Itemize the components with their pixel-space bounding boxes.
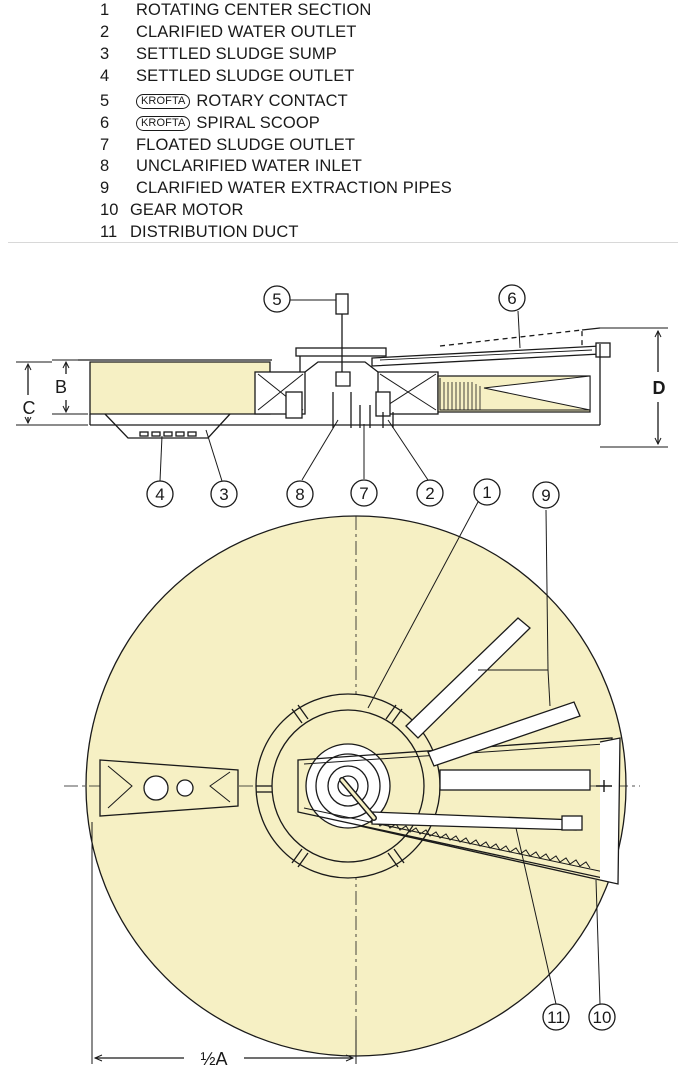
callout-6-circle xyxy=(498,284,526,312)
scoop-raised-position xyxy=(439,329,583,347)
dimension-half-a-label: ½A xyxy=(200,1049,227,1069)
dimension-b xyxy=(52,359,88,415)
callout-2: 2 xyxy=(425,484,434,503)
plan-view xyxy=(64,501,640,1064)
bridge-top xyxy=(295,347,387,357)
rotary-contact-head xyxy=(335,293,349,315)
callout-8-circle xyxy=(286,480,314,508)
dimension-c xyxy=(16,361,88,426)
dimension-d xyxy=(581,327,668,448)
center-spokes xyxy=(256,704,405,868)
scoop-carriage-arm xyxy=(371,345,601,367)
callout-6: 6 xyxy=(507,289,516,308)
callout-2-circle xyxy=(416,479,444,507)
settled-sludge-sump xyxy=(104,413,231,439)
scoop-teeth xyxy=(369,819,591,869)
krofta-brand-badge: KROFTA xyxy=(136,116,191,131)
krofta-brand-badge: KROFTA xyxy=(136,94,191,109)
sludge-outlet-small xyxy=(176,779,194,797)
gear-motor-left xyxy=(285,391,303,419)
callout-9-circle xyxy=(532,481,560,509)
callout-1: 1 xyxy=(482,483,491,502)
callout-10: 10 xyxy=(593,1008,612,1027)
dimension-c-label: C xyxy=(23,398,36,418)
side-elevation xyxy=(16,293,668,482)
callout-11: 11 xyxy=(547,1008,565,1027)
dimension-half-a xyxy=(91,822,357,1064)
callout-10-circle xyxy=(588,1003,616,1031)
unclarified-inlet-pipe xyxy=(332,392,352,428)
callout-5-circle xyxy=(263,285,291,313)
callout-1-circle xyxy=(473,478,501,506)
callout-3-circle xyxy=(210,480,238,508)
callout-7-circle xyxy=(350,479,378,507)
dimension-d-label: D xyxy=(653,378,666,398)
extraction-pipe-box xyxy=(439,769,591,791)
spiral-scoop-blade xyxy=(359,825,601,881)
callout-3: 3 xyxy=(219,485,228,504)
callout-4: 4 xyxy=(155,485,164,504)
floated-sludge-pipe xyxy=(359,405,371,428)
callout-11-circle xyxy=(542,1003,570,1031)
spiral-scoop-blade xyxy=(443,382,481,410)
callout-4-circle xyxy=(146,480,174,508)
callout-9: 9 xyxy=(541,486,550,505)
callout-7: 7 xyxy=(359,484,368,503)
clarified-outlet-pipe xyxy=(382,412,394,428)
dimension-b-label: B xyxy=(55,377,67,397)
left-tank-section xyxy=(89,361,271,415)
gear-motor-plan xyxy=(561,815,583,831)
extraction-pipe-lower xyxy=(427,701,581,767)
callout-8: 8 xyxy=(295,485,304,504)
callout-5: 5 xyxy=(272,290,281,309)
sludge-outlet-large xyxy=(143,775,169,801)
extraction-pipe-upper xyxy=(405,617,531,739)
sump-grating xyxy=(139,431,197,437)
settled-sludge-hopper xyxy=(99,759,239,817)
divider-line xyxy=(8,242,678,243)
